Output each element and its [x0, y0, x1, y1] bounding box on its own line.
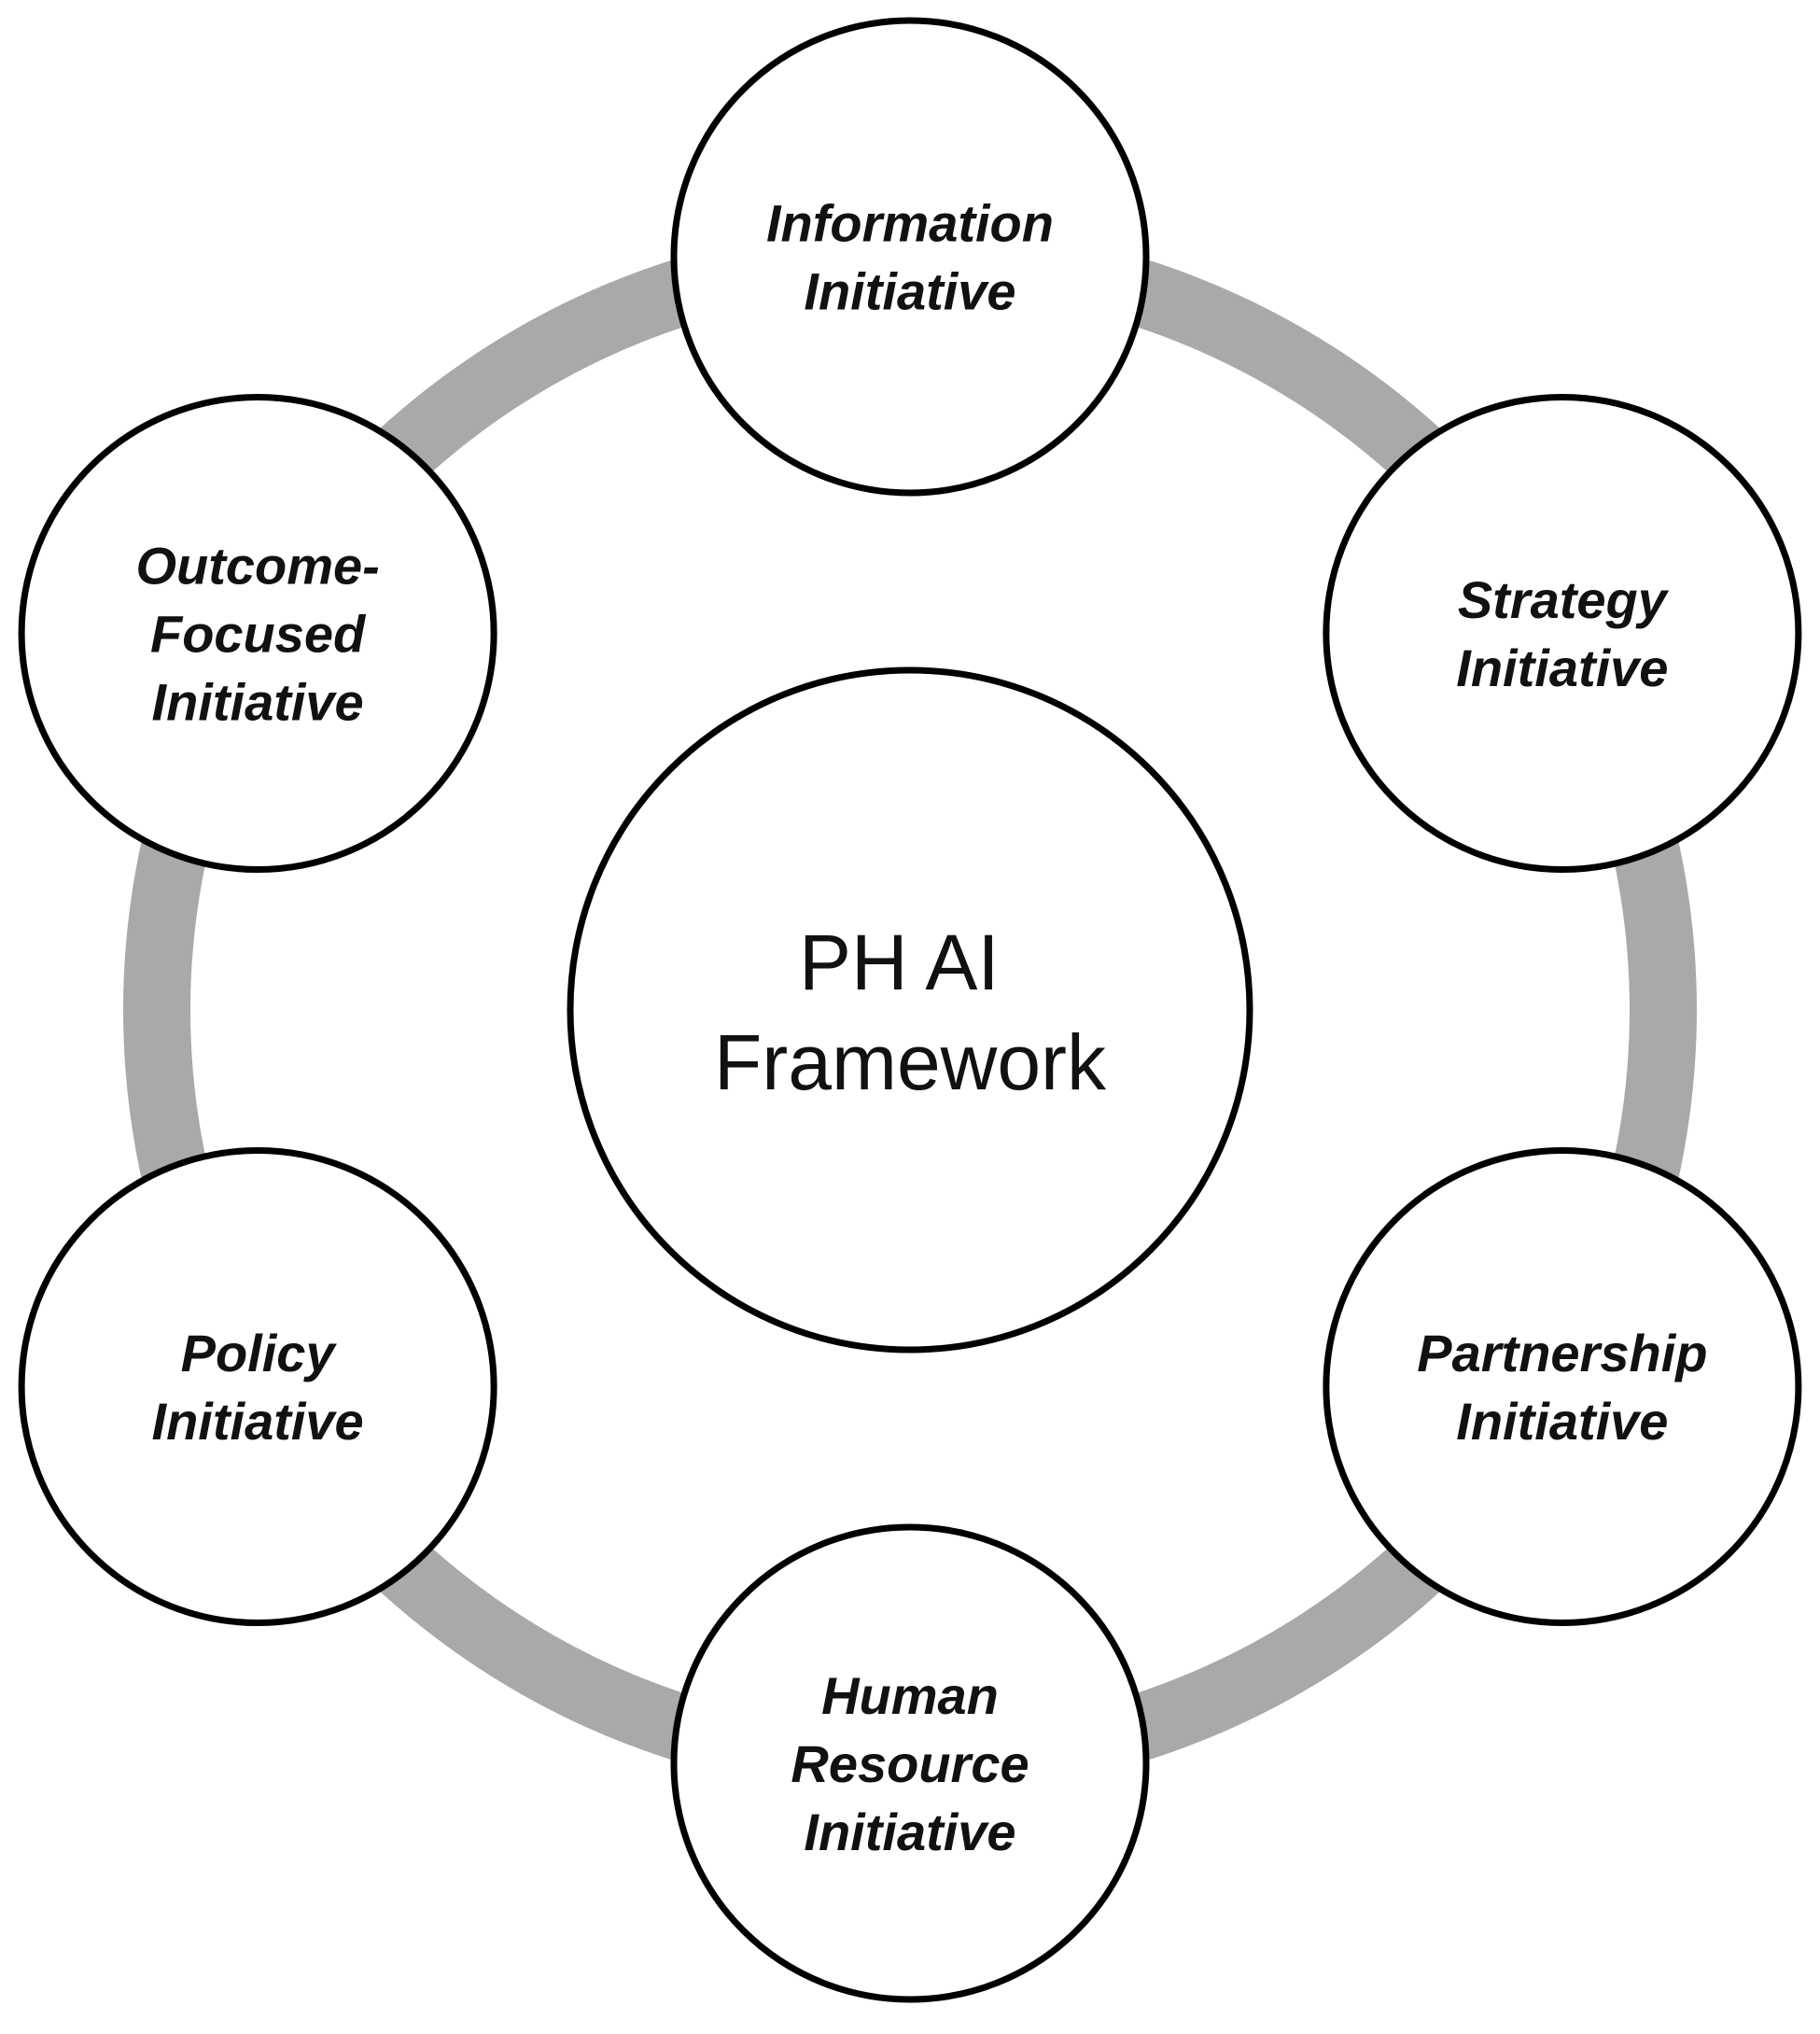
- node-label-partnership-line-2: Initiative: [1456, 1392, 1668, 1451]
- node-label-human-resource-line-3: Initiative: [804, 1803, 1015, 1861]
- node-label-strategy-line-1: Strategy: [1458, 570, 1670, 629]
- center-label-line-1: PH AI: [799, 919, 1000, 1006]
- center-circle: [567, 666, 1253, 1354]
- node-circle-strategy: [1323, 394, 1802, 873]
- center-label-line-2: Framework: [714, 1018, 1107, 1106]
- node-label-outcome-focused-line-2: Focused: [150, 605, 367, 664]
- center-label: PH AI Framework: [714, 919, 1107, 1106]
- node-label-strategy-line-2: Initiative: [1456, 638, 1668, 697]
- node-label-policy-line-2: Initiative: [152, 1392, 364, 1451]
- node-circle-partnership: [1323, 1147, 1802, 1626]
- node-circle-policy: [18, 1147, 497, 1626]
- node-label-outcome-focused-line-3: Initiative: [152, 673, 364, 732]
- node-circle-information: [670, 17, 1150, 497]
- node-label-partnership-line-1: Partnership: [1417, 1324, 1707, 1382]
- center-node: PH AI Framework: [567, 666, 1253, 1354]
- node-circle-outcome-focused: [18, 394, 497, 873]
- node-label-human-resource-line-1: Human: [821, 1666, 999, 1725]
- node-label-information-line-2: Initiative: [804, 262, 1015, 321]
- node-label-policy-line-1: Policy: [181, 1324, 338, 1382]
- node-label-information-line-1: Information: [766, 194, 1054, 253]
- node-label-outcome-focused-line-1: Outcome-: [135, 537, 379, 596]
- node-label-human-resource-line-2: Resource: [791, 1734, 1029, 1793]
- node-circle-human-resource: [670, 1523, 1150, 2003]
